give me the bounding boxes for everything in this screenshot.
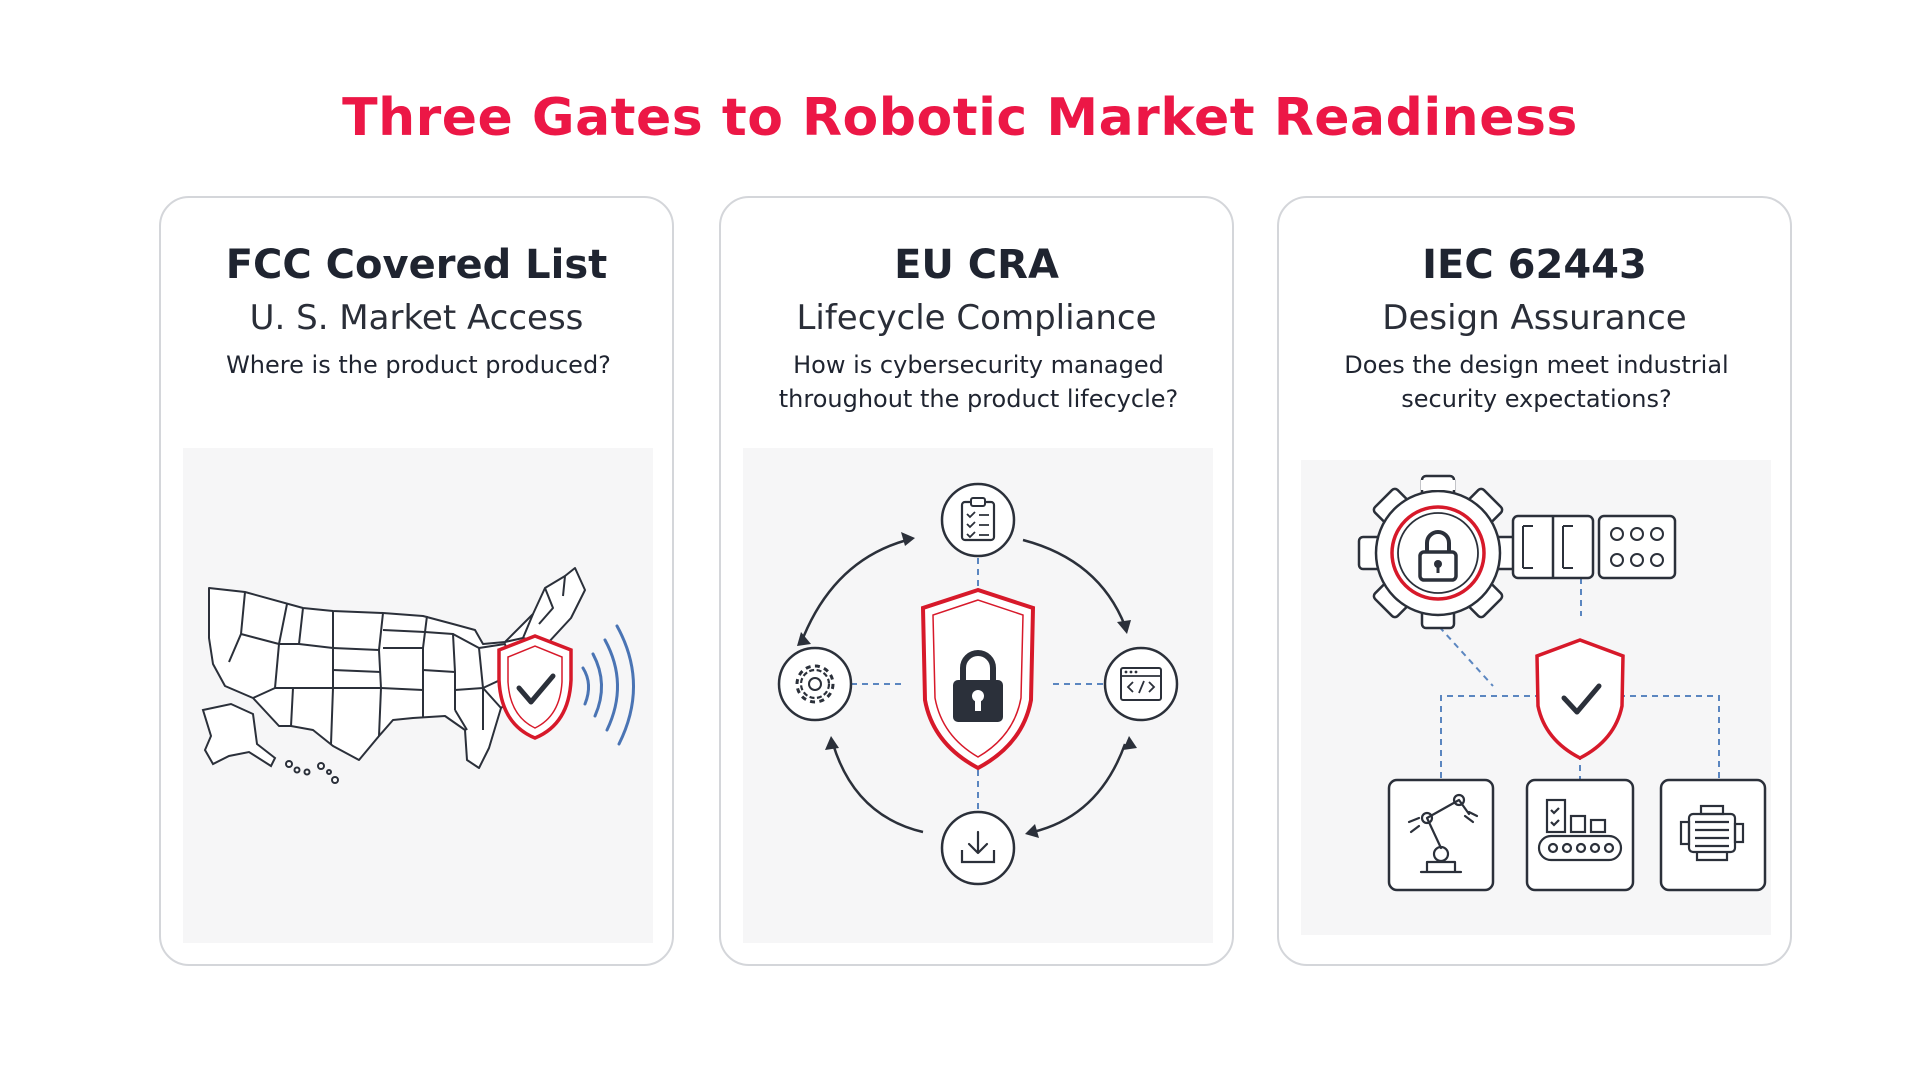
illustration-iec <box>1301 460 1771 935</box>
shield-check-icon <box>1535 638 1625 760</box>
card-title: EU CRA <box>894 242 1059 288</box>
arrow-heads <box>797 532 1137 838</box>
motor-icon <box>1659 778 1767 892</box>
alaska-icon <box>201 702 339 784</box>
us-map-icon <box>208 567 586 769</box>
shield-lock-icon <box>920 587 1036 771</box>
fcc-illustration-svg <box>201 567 635 784</box>
card-subtitle: Design Assurance <box>1382 298 1687 338</box>
card-fcc: FCC Covered List U. S. Market Access Whe… <box>159 196 674 966</box>
panel-modules-icon <box>1511 514 1677 580</box>
card-eu-cra: EU CRA Lifecycle Compliance How is cyber… <box>719 196 1234 966</box>
gear-lock-icon <box>1357 474 1519 630</box>
signal-waves-icon <box>581 624 635 746</box>
clipboard-checklist-icon <box>940 482 1016 558</box>
iec-illustration-svg <box>1357 474 1767 892</box>
cycle-arrows <box>801 538 1127 834</box>
card-title: FCC Covered List <box>225 242 608 288</box>
card-subtitle: U. S. Market Access <box>249 298 584 338</box>
code-window-icon <box>1103 646 1179 722</box>
card-question: Does the design meet industrial security… <box>1344 351 1729 413</box>
illustration-eu-cra <box>743 448 1213 943</box>
illustration-fcc <box>183 448 653 943</box>
robot-arm-icon <box>1387 778 1495 892</box>
card-iec-62443: IEC 62443 Design Assurance Does the desi… <box>1277 196 1792 966</box>
shield-check-icon <box>497 634 573 740</box>
gear-icon <box>777 646 853 722</box>
card-question: Where is the product produced? <box>226 351 611 379</box>
download-icon <box>940 810 1016 886</box>
page-title: Three Gates to Robotic Market Readiness <box>342 88 1578 148</box>
eu-cra-illustration-svg <box>777 482 1179 886</box>
card-title: IEC 62443 <box>1422 242 1647 288</box>
conveyor-icon <box>1525 778 1635 892</box>
card-question: How is cybersecurity managed throughout … <box>778 351 1179 413</box>
card-subtitle: Lifecycle Compliance <box>796 298 1157 338</box>
